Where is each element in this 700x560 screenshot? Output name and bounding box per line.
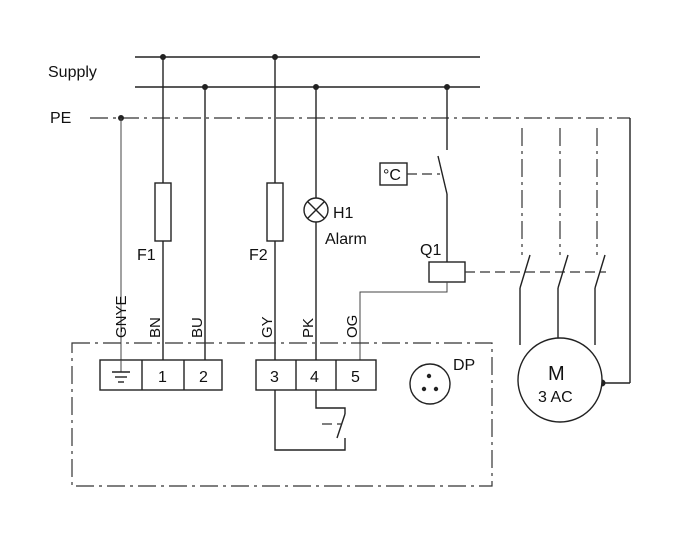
- bn-wire: [154, 57, 172, 360]
- thermostat-label: °C: [383, 167, 401, 184]
- terminal-2: 2: [199, 369, 208, 386]
- fuse-f2: [266, 182, 284, 242]
- contactor-q1-coil: [428, 261, 466, 283]
- motor-phase-lines: [519, 128, 606, 345]
- terminal-1: 1: [158, 369, 167, 386]
- wire-label-gy: GY: [259, 316, 276, 338]
- terminal-3: 3: [270, 369, 279, 386]
- supply-bus: [135, 56, 480, 88]
- fuse-f2-label: F2: [249, 247, 268, 264]
- motor-m-label: M: [548, 363, 565, 385]
- terminal-block-1: [99, 359, 223, 391]
- wire-color-labels: GNYE BN BU GY PK OG: [113, 295, 361, 338]
- lamp-alarm-label: Alarm: [325, 231, 367, 248]
- wire-label-bu: BU: [189, 317, 206, 338]
- fuse-f1: [154, 182, 172, 242]
- dp-label: DP: [453, 357, 475, 374]
- terminal-4: 4: [310, 369, 319, 386]
- wire-label-bn: BN: [147, 317, 164, 338]
- contactor-q1-label: Q1: [420, 242, 441, 259]
- device-enclosure: [71, 342, 493, 487]
- terminal-5: 5: [351, 369, 360, 386]
- pe-label: PE: [50, 110, 71, 127]
- wire-label-pk: PK: [300, 318, 317, 338]
- wire-label-og: OG: [344, 315, 361, 338]
- q1-circuit: [359, 87, 466, 360]
- wire-label-gnye: GNYE: [113, 295, 130, 338]
- gy-wire: [266, 57, 284, 360]
- motor-type-label: 3 AC: [538, 389, 573, 406]
- fuse-f1-label: F1: [137, 247, 156, 264]
- lamp-h1-label: H1: [333, 205, 354, 222]
- alarm-relay-contact: [274, 390, 346, 451]
- pk-wire: [303, 87, 329, 360]
- terminal-block-2: [255, 359, 377, 391]
- supply-label: Supply: [48, 64, 97, 81]
- motor-symbol: [517, 337, 603, 423]
- earth-symbol-icon: [112, 360, 130, 383]
- dp-connector-icon: [409, 363, 451, 405]
